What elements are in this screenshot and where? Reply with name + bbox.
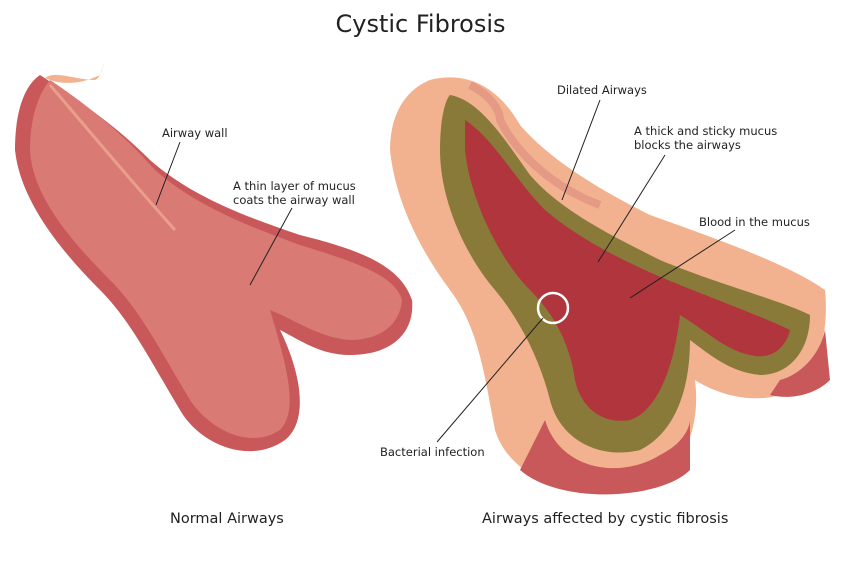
label-thin-mucus-line2: coats the airway wall <box>233 193 355 207</box>
label-blood-in-mucus: Blood in the mucus <box>699 215 810 229</box>
label-thin-mucus-line1: A thin layer of mucus <box>233 179 356 193</box>
caption-affected-airways: Airways affected by cystic fibrosis <box>482 511 729 527</box>
caption-normal-airways: Normal Airways <box>170 511 284 527</box>
label-bacterial-infection: Bacterial infection <box>380 445 485 459</box>
label-airway-wall: Airway wall <box>162 126 228 140</box>
label-dilated-airways: Dilated Airways <box>557 83 647 97</box>
affected-airway-illustration <box>390 77 830 495</box>
normal-airway-illustration <box>15 60 413 452</box>
infection-highlight-circle <box>536 291 570 325</box>
label-thick-mucus-line1: A thick and sticky mucus <box>634 124 778 138</box>
label-thick-mucus-line2: blocks the airways <box>634 138 741 152</box>
leader-lines <box>155 99 736 443</box>
page-title: Cystic Fibrosis <box>335 10 506 38</box>
